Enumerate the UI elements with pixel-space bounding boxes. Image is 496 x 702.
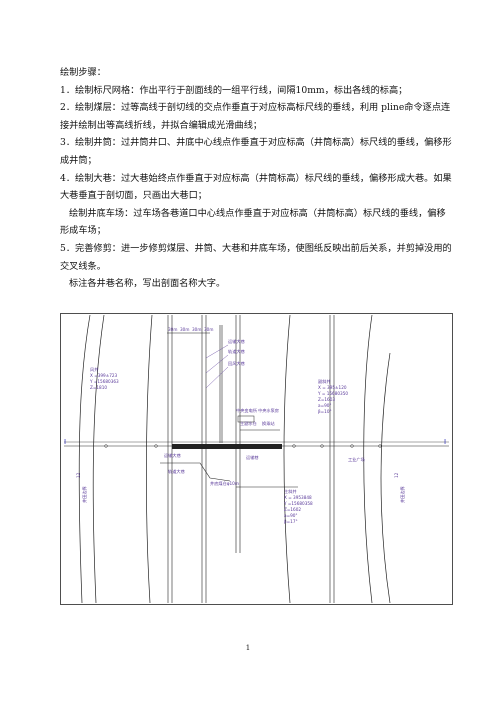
svg-text:副斜井: 副斜井 <box>318 378 331 385</box>
right-label-num: 12 <box>394 472 399 478</box>
left-label-boundary: 井田边界 <box>81 485 88 503</box>
main-roadway-thick <box>172 444 282 449</box>
step-6: 标注各井巷名称，写出剖面名称大字。 <box>69 278 226 290</box>
coal-seam-left-1 <box>78 314 91 604</box>
svg-text:a=90°: a=90° <box>284 513 298 518</box>
substation-box <box>237 415 255 423</box>
scale-label-1: 30m <box>168 327 177 332</box>
label-yunshu-daxiang: 运输大巷 <box>228 338 246 345</box>
label-yunshu-xiang: 运输巷 <box>246 454 259 461</box>
leader-guidao <box>205 354 229 374</box>
leader-huifeng <box>205 366 229 389</box>
coal-seam-left-2 <box>92 314 105 604</box>
svg-text:X = 3953848: X = 3953848 <box>284 495 312 500</box>
step-3: 3．绘制井筒：过井筒井口、井底中心线点作垂直于对应标高（井筒标高）标尺线的垂线，… <box>60 137 452 166</box>
svg-text:Z=1603: Z=1603 <box>318 397 335 402</box>
label-biandiansuo: 中央变电所 <box>236 407 257 414</box>
drawing-border <box>60 313 453 605</box>
step-2: 2．绘制煤层：过等高线于剖切线的交点作垂直于对应标高标尺线的垂线，利用 plin… <box>60 102 451 131</box>
scale-label-4: 30m <box>204 327 213 332</box>
svg-text:Y =15680358: Y =15680358 <box>283 501 313 506</box>
label-huancheng: 换乘站 <box>262 420 275 427</box>
label-shuicang: 中央水泵房 <box>258 407 279 414</box>
svg-text:Z=1602: Z=1602 <box>284 507 301 512</box>
label-huifeng-daxiang: 回风大巷 <box>228 360 246 367</box>
page-number: 1 <box>245 644 251 652</box>
svg-text:风井: 风井 <box>90 366 98 373</box>
scale-label-3: 30m <box>192 327 201 332</box>
step-4: 4．绘制大巷：过大巷始终点作垂直于对应标高（井筒标高）标尺线的垂线，偏移形成大巷… <box>60 172 452 202</box>
lower-roadway <box>160 462 231 482</box>
step-1: 1．绘制标尺网格：作出平行于剖面线的一组平行线，间隔10mm，标出各线的标高； <box>60 84 408 96</box>
label-zhushuicang: 主副水仓 <box>240 420 258 427</box>
coal-seam-right-2 <box>363 314 373 604</box>
step-5: 5．完善修剪：进一步修剪煤层、井筒、大巷和井底车场，使图纸反映出前后关系，并剪掉… <box>60 242 452 272</box>
right-label-boundary: 井田边界 <box>399 485 406 503</box>
label-yunshu-main: 运输大巷 <box>164 452 182 459</box>
step-4b: 绘制井底车场：过车场各巷道口中心线点作垂直于对应标高（井筒标高）标尺线的垂线，偏… <box>60 207 446 237</box>
svg-text:Z=1810: Z=1810 <box>90 385 107 390</box>
leader-yunshu <box>205 344 229 359</box>
coal-seam-right-3 <box>380 352 391 604</box>
label-jingdi-chechang: 井底煤仓φ10m <box>210 480 239 487</box>
section-dots <box>104 444 382 448</box>
svg-text:β=10°: β=10° <box>318 409 332 414</box>
fengjing-info: 风井 X =399±723 Y =15680363 Z=1810 <box>89 366 119 390</box>
mine-section-drawing: 30m 30m 30m 30m 运输大巷 轨道大巷 回风大巷 风井 X =399… <box>60 313 453 605</box>
svg-text:X =399±723: X =399±723 <box>90 373 118 378</box>
svg-text:Y =15680363: Y =15680363 <box>89 379 119 384</box>
coal-seam-right-1 <box>283 314 291 604</box>
scale-label-2: 30m <box>180 327 189 332</box>
section-marker-left: I <box>64 438 66 446</box>
steps-heading: 绘制步骤： <box>60 67 106 78</box>
label-guidao-daxiang: 轨道大巷 <box>228 348 246 355</box>
svg-text:X = 395±120: X = 395±120 <box>318 385 347 390</box>
section-marker-right: I <box>444 438 446 446</box>
label-gongye-guangchang: 工业广场 <box>348 456 365 463</box>
coal-seam-left-3 <box>146 314 153 604</box>
svg-text:β=17°: β=17° <box>284 519 298 524</box>
left-label-num: 12 <box>76 472 81 478</box>
svg-text:主斜井: 主斜井 <box>284 488 297 495</box>
instruction-text: 绘制步骤： 1．绘制标尺网格：作出平行于剖面线的一组平行线，间隔10mm，标出各… <box>60 64 452 293</box>
fujing-info: 副斜井 X = 395±120 Y = 15680350 Z=1603 a=90… <box>317 378 348 414</box>
label-guidao-main: 轨道大巷 <box>168 468 186 475</box>
svg-text:a=90°: a=90° <box>318 403 332 408</box>
zhujing-info: 主斜井 X = 3953848 Y =15680358 Z=1602 a=90°… <box>283 488 313 524</box>
svg-text:Y = 15680350: Y = 15680350 <box>317 391 348 396</box>
